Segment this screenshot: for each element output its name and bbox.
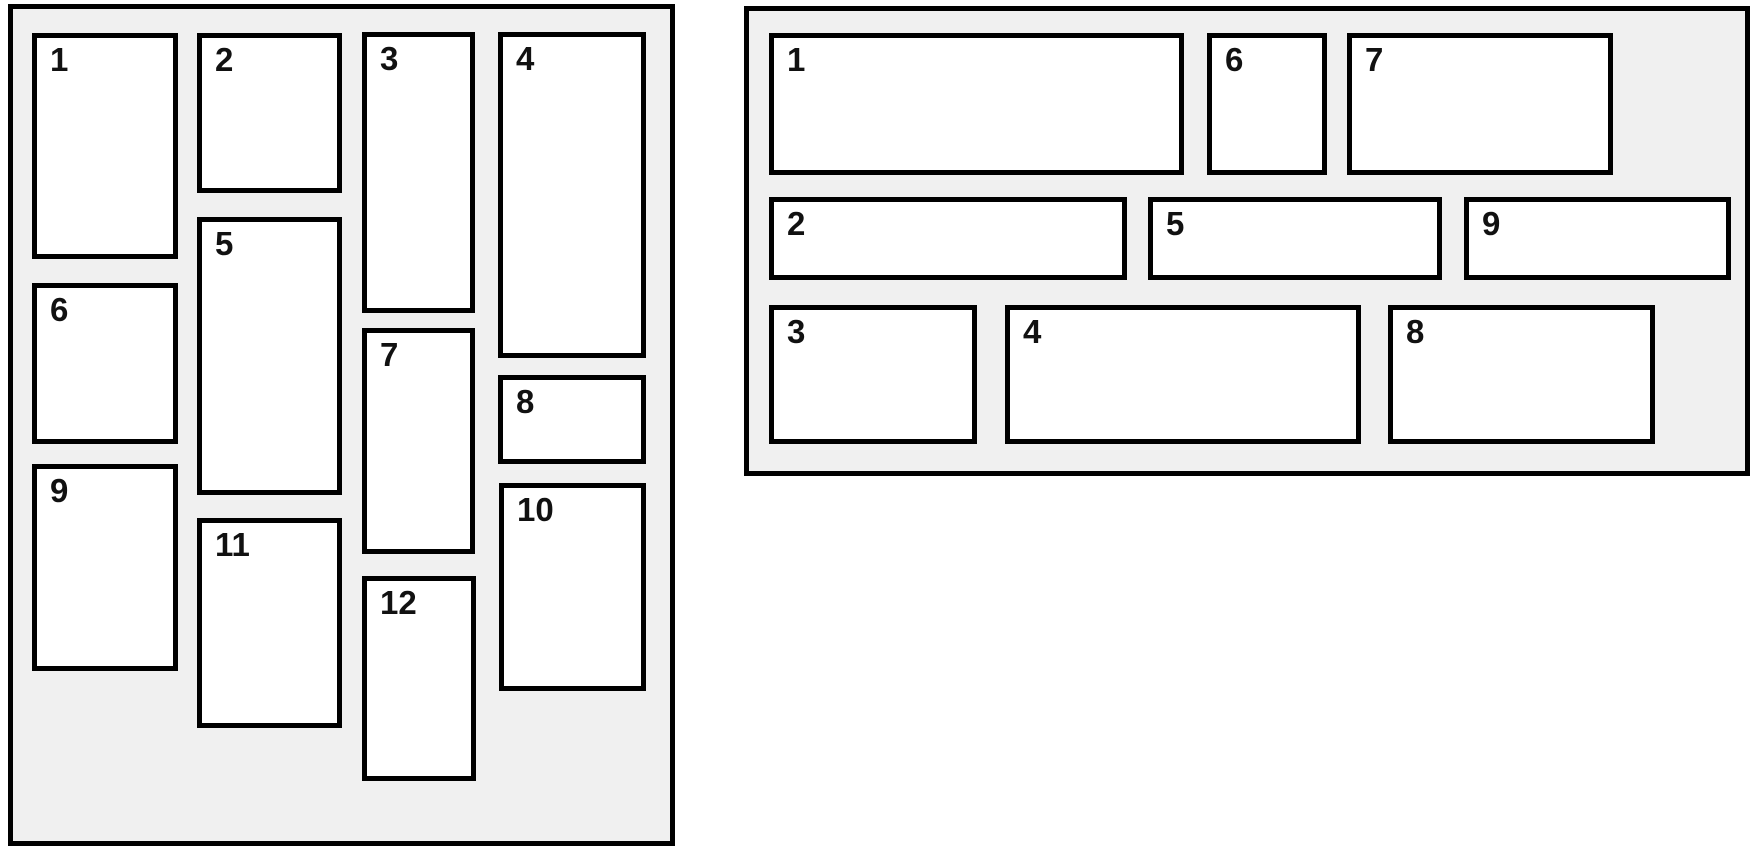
tile-number: 7 bbox=[380, 336, 399, 373]
tile-number: 9 bbox=[1482, 205, 1501, 242]
masonry-tile: 10 bbox=[499, 483, 646, 691]
tile-number: 4 bbox=[516, 40, 535, 77]
tile-number: 8 bbox=[1406, 313, 1425, 350]
tile-number: 2 bbox=[787, 205, 806, 242]
masonry-tile: 7 bbox=[1347, 33, 1613, 175]
masonry-tile: 9 bbox=[1464, 197, 1731, 280]
tile-number: 7 bbox=[1365, 41, 1384, 78]
masonry-tile: 9 bbox=[32, 464, 178, 671]
tile-number: 6 bbox=[50, 291, 69, 328]
masonry-tile: 2 bbox=[769, 197, 1127, 280]
tile-number: 8 bbox=[516, 383, 535, 420]
tile-number: 4 bbox=[1023, 313, 1042, 350]
tile-number: 9 bbox=[50, 472, 69, 509]
tile-number: 10 bbox=[517, 491, 554, 528]
masonry-tile: 4 bbox=[1005, 305, 1361, 444]
masonry-tile: 1 bbox=[32, 33, 178, 259]
tile-number: 6 bbox=[1225, 41, 1244, 78]
vertical-masonry-panel: 1 2 3 4 5 6 7 8 9 10 11 12 bbox=[8, 4, 675, 846]
masonry-tile: 3 bbox=[362, 32, 475, 313]
masonry-tile: 6 bbox=[32, 283, 178, 444]
masonry-tile: 4 bbox=[498, 32, 646, 358]
masonry-tile: 7 bbox=[362, 328, 475, 554]
masonry-tile: 5 bbox=[1148, 197, 1442, 280]
tile-number: 1 bbox=[50, 41, 69, 78]
tile-number: 2 bbox=[215, 41, 234, 78]
masonry-tile: 12 bbox=[362, 576, 476, 781]
tile-number: 5 bbox=[215, 225, 234, 262]
masonry-tile: 6 bbox=[1207, 33, 1327, 175]
tile-number: 11 bbox=[215, 526, 250, 563]
horizontal-masonry-panel: 1 2 3 4 5 6 7 8 9 bbox=[744, 6, 1750, 476]
masonry-tile: 2 bbox=[197, 33, 342, 193]
masonry-tile: 8 bbox=[1388, 305, 1655, 444]
masonry-tile: 1 bbox=[769, 33, 1184, 175]
masonry-tile: 5 bbox=[197, 217, 342, 495]
tile-number: 5 bbox=[1166, 205, 1185, 242]
masonry-tile: 3 bbox=[769, 305, 977, 444]
tile-number: 12 bbox=[380, 584, 417, 621]
tile-number: 3 bbox=[787, 313, 806, 350]
tile-number: 3 bbox=[380, 40, 399, 77]
tile-number: 1 bbox=[787, 41, 806, 78]
masonry-tile: 8 bbox=[498, 375, 646, 464]
masonry-tile: 11 bbox=[197, 518, 342, 728]
